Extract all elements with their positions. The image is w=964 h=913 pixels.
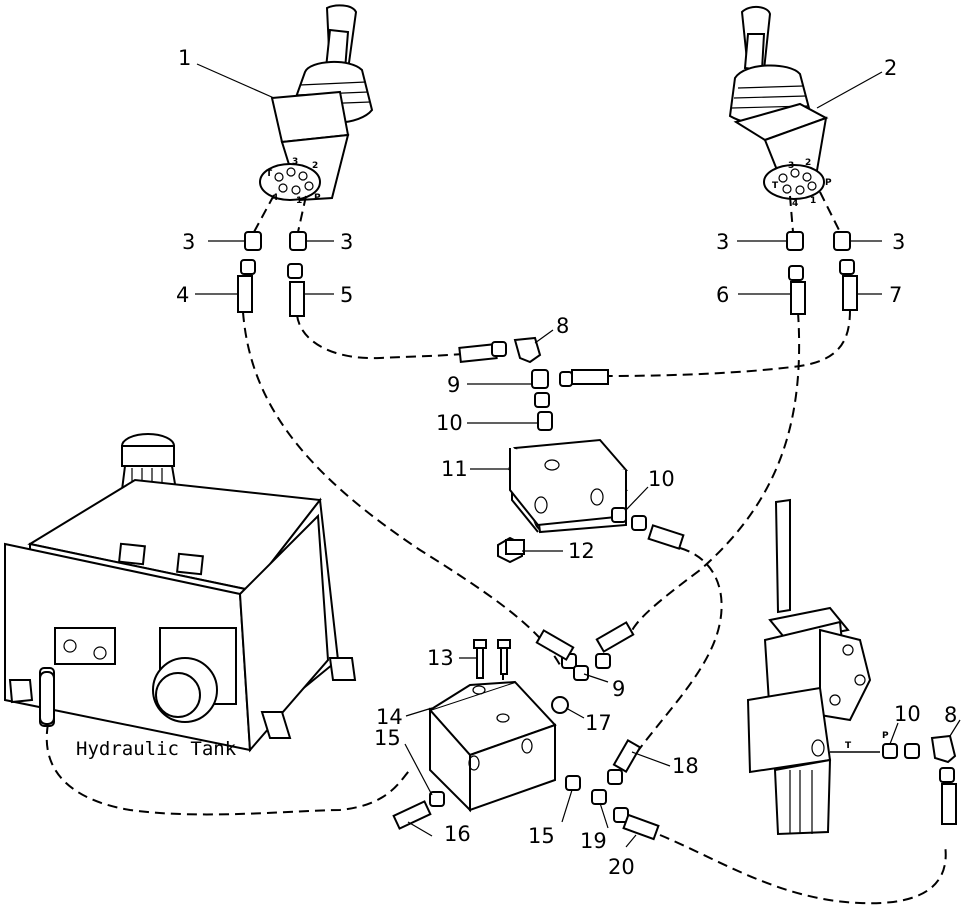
svg-text:P: P [314,193,321,203]
hose-ends [237,259,858,317]
svg-text:T: T [772,181,779,191]
hose-16-line [45,723,411,816]
leader-lines [195,63,961,848]
callout-1: 1 [178,46,191,70]
callout-15a: 15 [374,726,401,750]
callout-7: 7 [889,283,902,307]
lower-fittings [392,621,660,841]
plug-12 [497,536,525,564]
callout-20: 20 [608,855,635,879]
callout-5: 5 [340,283,353,307]
callout-9a: 9 [447,373,460,397]
svg-text:4: 4 [272,193,278,203]
callout-2: 2 [884,56,897,80]
block-14 [428,680,557,813]
svg-text:2: 2 [312,161,318,171]
callout-4: 4 [176,283,189,307]
svg-text:2: 2 [805,158,811,168]
callout-17: 17 [585,711,612,735]
hose-20-line [659,834,947,905]
block-11 [507,438,629,534]
hose-5-line [296,314,463,360]
callout-3b: 3 [340,230,353,254]
svg-text:P: P [882,731,889,741]
callout-8b: 8 [944,703,957,727]
joystick-2: 3 2 T 4 1 P [728,6,841,233]
callout-9b: 9 [612,677,625,701]
hydraulic-tank [4,433,357,753]
bolts-13 [473,639,511,679]
hose-4-line [242,311,561,666]
svg-text:P: P [825,178,832,188]
callout-3c: 3 [716,230,729,254]
callout-3d: 3 [892,230,905,254]
svg-text:T: T [845,741,852,751]
upper-manifold-fittings [458,336,609,431]
svg-text:T: T [266,169,273,179]
svg-text:1: 1 [810,196,816,206]
callout-16: 16 [444,822,471,846]
fittings-10-right [611,507,685,550]
callout-18: 18 [672,754,699,778]
callout-3a: 3 [182,230,195,254]
svg-text:1: 1 [296,196,302,206]
callout-11: 11 [441,457,468,481]
callout-19: 19 [580,829,607,853]
hose-18-line [634,547,723,756]
tank-hose-end [39,671,55,725]
joystick-1: 3 2 T 4 1 P [253,4,374,233]
callout-13: 13 [427,646,454,670]
callout-labels: 1 2 3 3 3 3 4 5 6 7 8 9 10 11 10 12 13 9… [176,46,957,879]
hose-7-line [607,309,851,377]
callout-10c: 10 [894,702,921,726]
hose-6-line [629,311,801,636]
callout-10b: 10 [648,467,675,491]
callout-15b: 15 [528,824,555,848]
callout-8: 8 [556,314,569,338]
control-valve: P T [746,498,957,836]
fittings-3 [244,231,851,251]
callout-10a: 10 [436,411,463,435]
callout-12: 12 [568,539,595,563]
svg-text:3: 3 [292,157,298,167]
svg-text:3: 3 [788,161,794,171]
svg-text:4: 4 [792,199,798,209]
callout-6: 6 [716,283,729,307]
tank-label: Hydraulic Tank [76,738,237,760]
callout-14: 14 [376,705,403,729]
